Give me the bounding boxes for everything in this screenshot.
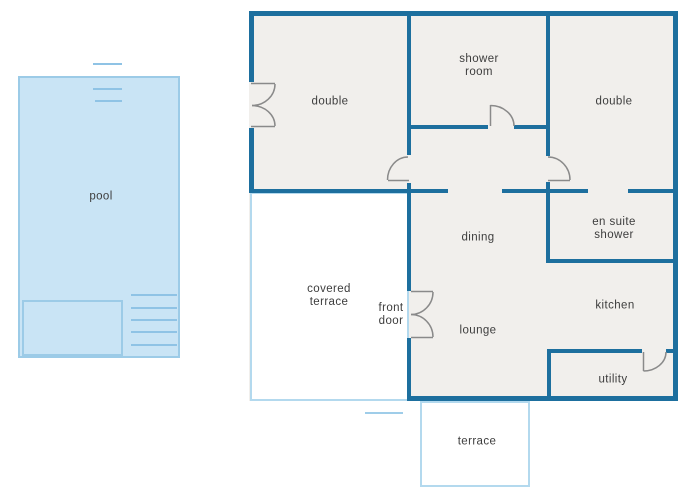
wall-shower-bottom-right — [514, 125, 550, 129]
room-label-utility: utility — [598, 373, 628, 386]
door-utility-icon — [642, 351, 667, 372]
door-shower-room-icon — [489, 104, 515, 127]
pool-step-line — [93, 63, 122, 65]
wall-center-vertical-upper — [407, 11, 411, 155]
wall-outer-left-lower — [249, 128, 254, 193]
wall-right-vertical-lower — [546, 182, 550, 263]
wall-outer-top — [249, 11, 678, 16]
room-label-covered-terrace: covered terrace — [307, 282, 351, 308]
pool-step-line — [131, 294, 177, 296]
door-right-bedroom-icon — [547, 156, 571, 182]
wall-center-vertical-middle — [407, 183, 411, 291]
pool-area — [18, 76, 180, 358]
wall-outer-right — [673, 11, 678, 401]
wall-utility-top-left — [547, 349, 642, 353]
wall-mid-center — [502, 189, 588, 193]
double-door-front-icon — [410, 290, 434, 339]
wall-mid-right — [628, 189, 678, 193]
room-label-kitchen: kitchen — [595, 299, 635, 312]
wall-center-vertical-lower — [407, 338, 411, 401]
door-left-bedroom-icon — [386, 156, 409, 182]
pool-step-line — [93, 88, 122, 90]
wall-utility-top-right — [666, 349, 678, 353]
wall-right-vertical-upper — [546, 11, 550, 156]
pool-step-line — [131, 331, 177, 333]
wall-ensuite-bottom — [546, 259, 678, 263]
pool-label: pool — [89, 190, 113, 203]
room-label-en-suite-shower: en suite shower — [592, 215, 636, 241]
double-door-pool-side-icon — [251, 82, 276, 128]
room-label-dining: dining — [461, 231, 495, 244]
room-label-lounge: lounge — [459, 324, 497, 337]
wall-outer-left-upper — [249, 11, 254, 82]
wall-outer-bottom — [407, 396, 678, 401]
wall-shower-bottom-left — [407, 125, 488, 129]
room-label-front-door: front door — [378, 301, 404, 327]
room-label-double-right: double — [595, 95, 633, 108]
terrace-area — [420, 401, 530, 487]
pool-step-line — [131, 344, 177, 346]
pool-step-line — [131, 307, 177, 309]
pool-step-line — [95, 100, 122, 102]
wall-utility-left — [547, 351, 551, 401]
wall-mid-left — [249, 189, 448, 193]
covered-terrace-area — [250, 192, 409, 401]
room-label-terrace: terrace — [457, 435, 497, 448]
outdoor-step-line — [365, 412, 403, 414]
pool-shallow-section — [22, 300, 123, 356]
pool-step-line — [131, 319, 177, 321]
room-label-double-left: double — [311, 95, 349, 108]
room-label-shower-room: shower room — [459, 52, 499, 78]
